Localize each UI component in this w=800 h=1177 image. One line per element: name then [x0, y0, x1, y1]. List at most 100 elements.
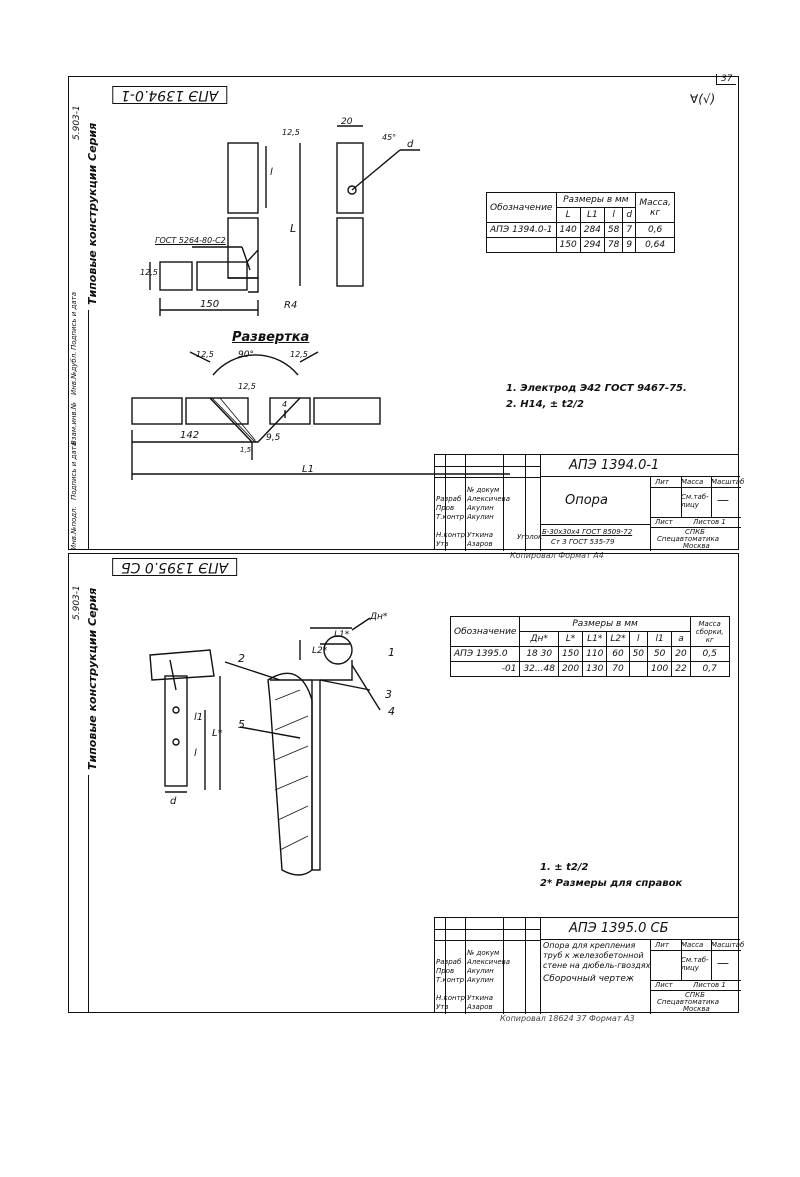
strip-label: Подпись и дата — [70, 442, 78, 500]
sheet1-size-table: Обозначение Размеры в мм Масса, кг L L1 … — [486, 192, 676, 253]
stamp2-mass-value: См.таб-лицу — [681, 956, 709, 972]
dim-12-5-b: 12,5 — [290, 350, 308, 359]
table-cell: АПЭ 1395.0 — [449, 646, 521, 662]
stamp2-role: Т.контр — [436, 976, 465, 984]
callout-3: 3 — [385, 688, 392, 701]
stamp-org-1: СПКБ — [685, 528, 705, 536]
table-row: -01 32...48 200 130 70 100 22 0,7 — [449, 661, 730, 677]
stamp-role: Утв — [436, 540, 449, 548]
table-cell: -01 — [449, 661, 521, 677]
sheet2-note-1: 1. ± t2/2 — [540, 862, 589, 873]
stamp2-org-3: Москва — [683, 1005, 710, 1013]
sheet1-title-block: АПЭ 1394.0-1 Разраб Алексичева Пров Акул… — [434, 454, 744, 551]
table-cell: 20 — [671, 646, 691, 662]
stamp-grid-lines — [435, 455, 540, 551]
sheet1-roughness: ∀(√) — [690, 92, 716, 106]
stamp2-sheets: Листов 1 — [693, 981, 726, 989]
sheet2-title-block: АПЭ 1395.0 СБ № докум Разраб Алексичева … — [434, 917, 744, 1014]
strip-label: Инв.№дубл. — [70, 351, 78, 395]
dim-L: L — [290, 222, 297, 235]
stamp-name: Уткина — [467, 531, 493, 539]
dim-L2-star: L2* — [312, 646, 328, 656]
dim-L1: L1 — [302, 464, 314, 475]
table-cell: 60 — [606, 646, 630, 662]
stamp-name: Алексичева — [467, 495, 511, 503]
stamp-scale: Масштаб — [711, 478, 745, 486]
callout-2: 2 — [238, 652, 245, 665]
stamp-material-2: Ст 3 ГОСТ 535-79 — [551, 538, 615, 546]
stamp-material-label: Уголок — [517, 533, 543, 541]
strip-label: Подпись и дата — [70, 292, 78, 350]
dim-l: l — [270, 167, 273, 178]
stamp2-name: Азаров — [467, 1003, 493, 1011]
stamp-right-box — [650, 477, 741, 551]
table-cell: 100 — [647, 661, 673, 677]
table2-col: a — [671, 631, 691, 647]
dim-l1: l1 — [194, 712, 204, 723]
sheet2-drawing — [149, 617, 381, 876]
stamp2-lit: Лит — [655, 941, 669, 949]
table-cell: 58 — [603, 222, 624, 238]
stamp-lit: Лит — [655, 478, 669, 486]
stamp2-part-name-3: стене на дюбель-гвоздях — [543, 961, 651, 970]
stamp-org-2: Спецавтоматика — [657, 535, 720, 543]
stamp-scale-value: — — [717, 493, 729, 507]
stamp2-sheet: Лист — [655, 981, 673, 989]
dim-L-star: L* — [212, 728, 223, 739]
dim-45: 45° — [382, 133, 397, 142]
dim-20: 20 — [341, 117, 353, 127]
sheet2-note-2: 2* Размеры для справок — [540, 878, 683, 889]
stamp-material-1: Б-30х30х4 ГОСТ 8509-72 — [542, 528, 633, 536]
stamp2-code-text: АПЭ 1395.0 СБ — [569, 921, 669, 936]
table-cell: 0,5 — [689, 646, 730, 662]
table-cell: 50 — [647, 646, 673, 662]
table-row: АПЭ 1395.0 18 30 150 110 60 50 50 20 0,5 — [449, 646, 730, 662]
table2-col: L* — [557, 631, 584, 647]
table2-head-mass: Масса сборки, кг — [689, 616, 730, 647]
dim-150: 150 — [200, 299, 220, 310]
stamp-role: Н.контр — [436, 531, 466, 539]
sheet1-note-1: 1. Электрод Э42 ГОСТ 9467-75. — [506, 383, 687, 394]
table2-col: l — [628, 631, 649, 647]
dim-L1-star: L1* — [334, 630, 350, 640]
dim-4: 4 — [282, 400, 288, 409]
stamp-name: Азаров — [467, 540, 493, 548]
stamp-part-name: Опора — [565, 493, 608, 508]
development-title: Развертка — [232, 330, 310, 345]
weld-gost: ГОСТ 5264-80-С2 — [155, 236, 226, 245]
stamp-sheets: Листов 1 — [693, 518, 726, 526]
stamp2-role: Утв — [436, 1003, 449, 1011]
table2-col: L2* — [606, 631, 630, 647]
callout-1: 1 — [388, 646, 395, 659]
table-row: 150 294 78 9 0,64 — [486, 237, 676, 253]
table-col: l — [603, 207, 624, 223]
sheet1-frame — [68, 76, 739, 550]
dim-12-5-top: 12,5 — [282, 128, 300, 137]
callout-4: 4 — [388, 705, 395, 718]
table-row: АПЭ 1394.0-1 140 284 58 7 0,6 — [486, 222, 676, 238]
stamp-name: Акулин — [467, 504, 494, 512]
table-cell: 150 — [555, 237, 581, 253]
strip-label: Взам.инв.№ — [70, 401, 78, 445]
table2-head-sizes: Размеры в мм — [519, 616, 691, 632]
table-cell: 130 — [582, 661, 608, 677]
table-cell: 70 — [606, 661, 630, 677]
table2-col: l1 — [647, 631, 673, 647]
stamp-role: Т.контр — [436, 513, 465, 521]
stamp2-name-box — [540, 940, 650, 1014]
dim-12-5-a: 12,5 — [196, 350, 214, 359]
stamp2-part-name-1: Опора для крепления — [543, 941, 636, 950]
table2-col: L1* — [582, 631, 608, 647]
table-cell: 110 — [582, 646, 608, 662]
dim-d: d — [407, 139, 414, 150]
stamp2-part-name-4: Сборочный чертеж — [543, 974, 635, 984]
stamp-name-box — [540, 477, 650, 525]
stamp2-name: Акулин — [467, 976, 494, 984]
stamp2-org-1: СПКБ — [685, 991, 705, 999]
stamp2-scale: Масштаб — [711, 941, 745, 949]
dim-90: 90° — [238, 350, 254, 360]
stamp-code: АПЭ 1394.0-1 — [540, 455, 740, 477]
stamp-material-box — [540, 525, 650, 551]
table-cell: 78 — [603, 237, 624, 253]
sheet1-left-strip — [68, 310, 89, 550]
